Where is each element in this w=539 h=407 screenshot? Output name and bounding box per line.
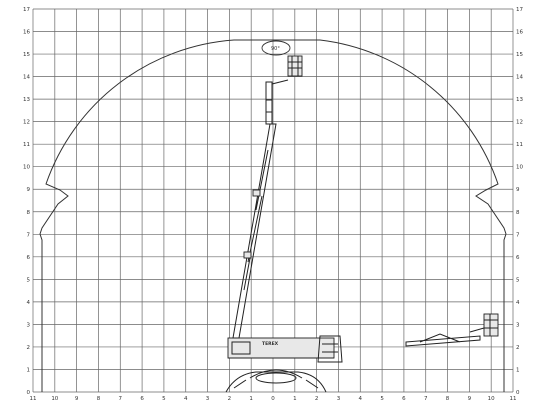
- x-tick-label: 4: [359, 396, 363, 402]
- y-tick-label-right: 17: [516, 7, 523, 13]
- y-tick-label-left: 6: [27, 255, 31, 261]
- x-tick-label: 7: [119, 396, 123, 402]
- y-tick-label-right: 7: [516, 232, 520, 238]
- y-tick-label-right: 10: [516, 165, 523, 171]
- angle-label: 90°: [271, 46, 280, 52]
- y-tick-label-right: 0: [516, 390, 520, 396]
- x-tick-label: 0: [271, 396, 275, 402]
- x-tick-label: 11: [510, 396, 517, 402]
- machine: TEREX: [225, 55, 343, 393]
- y-tick-label-right: 12: [516, 120, 523, 126]
- x-tick-label: 8: [446, 396, 450, 402]
- outriggers: [225, 369, 327, 393]
- x-tick-label: 9: [468, 396, 472, 402]
- x-tick-label: 7: [424, 396, 428, 402]
- lowered-boom: [405, 333, 481, 347]
- y-tick-label-left: 12: [23, 120, 30, 126]
- y-tick-label-right: 8: [516, 210, 520, 216]
- y-tick-label-right: 3: [516, 322, 520, 328]
- x-tick-label: 4: [184, 396, 188, 402]
- y-tick-label-right: 15: [516, 52, 523, 58]
- y-tick-label-left: 1: [27, 367, 31, 373]
- y-tick-label-left: 17: [23, 7, 30, 13]
- x-tick-label: 2: [228, 396, 232, 402]
- x-tick-label: 9: [75, 396, 79, 402]
- x-tick-label: 1: [249, 396, 253, 402]
- x-tick-label: 10: [51, 396, 58, 402]
- y-tick-label-left: 3: [27, 322, 31, 328]
- x-tick-label: 5: [162, 396, 166, 402]
- boom-joint: [252, 189, 261, 197]
- x-tick-label: 3: [206, 396, 210, 402]
- x-tick-label: 6: [402, 396, 406, 402]
- y-tick-label-right: 14: [516, 75, 523, 81]
- y-tick-label-left: 13: [23, 97, 30, 103]
- y-tick-label-left: 8: [27, 210, 31, 216]
- platform-basket-lowered: [483, 313, 499, 337]
- x-tick-label: 11: [30, 396, 37, 402]
- x-tick-label: 1: [293, 396, 297, 402]
- y-tick-label-right: 1: [516, 367, 520, 373]
- cab-box: [231, 341, 251, 355]
- y-tick-label-right: 4: [516, 300, 520, 306]
- x-tick-label: 3: [337, 396, 341, 402]
- jib: [265, 81, 273, 125]
- y-tick-label-left: 4: [27, 300, 31, 306]
- y-tick-label-left: 10: [23, 165, 30, 171]
- y-tick-label-right: 13: [516, 97, 523, 103]
- angle-indicator: 90°: [261, 40, 291, 56]
- y-tick-label-right: 9: [516, 187, 520, 193]
- y-tick-label-right: 5: [516, 277, 520, 283]
- base-mast: [317, 335, 343, 363]
- y-tick-label-left: 14: [23, 75, 30, 81]
- y-tick-label-left: 11: [23, 142, 30, 148]
- y-tick-label-right: 2: [516, 345, 520, 351]
- y-tick-label-left: 2: [27, 345, 31, 351]
- y-tick-label-right: 11: [516, 142, 523, 148]
- y-tick-label-right: 6: [516, 255, 520, 261]
- track-base: [255, 372, 297, 384]
- platform-basket-raised: [287, 55, 303, 77]
- lowered-position: [405, 313, 499, 347]
- y-tick-label-left: 0: [27, 390, 31, 396]
- x-tick-label: 6: [140, 396, 144, 402]
- x-tick-label: 10: [488, 396, 495, 402]
- boom-joint-lower: [243, 251, 252, 259]
- x-tick-label: 2: [315, 396, 319, 402]
- grid: [32, 8, 514, 393]
- machine-label: TEREX: [262, 341, 279, 347]
- y-tick-label-right: 16: [516, 30, 523, 36]
- y-tick-label-left: 5: [27, 277, 31, 283]
- y-tick-label-left: 16: [23, 30, 30, 36]
- x-tick-label: 8: [97, 396, 101, 402]
- y-tick-label-left: 7: [27, 232, 31, 238]
- y-tick-label-left: 9: [27, 187, 31, 193]
- main-boom: [232, 123, 277, 339]
- x-tick-label: 5: [380, 396, 384, 402]
- y-tick-label-left: 15: [23, 52, 30, 58]
- working-envelope: [39, 39, 507, 392]
